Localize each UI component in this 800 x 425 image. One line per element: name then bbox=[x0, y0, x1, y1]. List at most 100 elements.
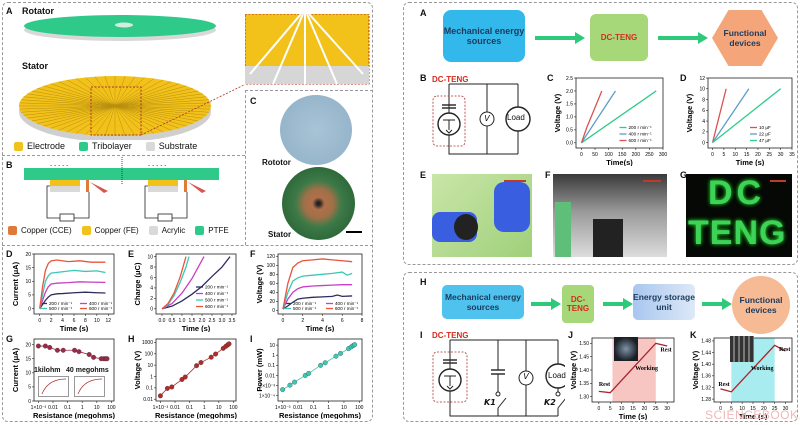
data-point bbox=[157, 393, 163, 399]
y-tick-label: 6 bbox=[150, 275, 153, 281]
data-point bbox=[322, 360, 328, 366]
data-point bbox=[164, 385, 170, 391]
y-tick-label: 1.5 bbox=[566, 102, 573, 108]
annotation: Working bbox=[635, 366, 658, 372]
circuit-title: DC-TENG bbox=[432, 75, 469, 84]
y-tick-label: 1.50 bbox=[579, 341, 589, 347]
y-tick-label: 0 bbox=[28, 399, 31, 405]
y-tick-label: 1.30 bbox=[579, 394, 589, 400]
dc-teng-box: DC-TENG bbox=[562, 285, 594, 323]
inset-label: 40 megohms bbox=[66, 367, 109, 374]
y-tick-label: 0.01 bbox=[265, 373, 275, 379]
copper-fe-swatch bbox=[81, 226, 91, 235]
y-tick-label: 80 bbox=[269, 272, 275, 278]
y-tick-label: 10 bbox=[25, 279, 31, 285]
x-axis-label: Resistance (megohms) bbox=[279, 411, 362, 419]
y-tick-label: 1×10⁻⁴ bbox=[259, 394, 275, 400]
voltmeter-label: V bbox=[523, 372, 529, 381]
series-line bbox=[712, 88, 750, 143]
y-axis-label: Voltage (V) bbox=[685, 93, 694, 132]
y-tick-label: 0 bbox=[272, 308, 275, 314]
x-tick-label: 0 bbox=[597, 406, 600, 412]
x-tick-label: 8 bbox=[361, 318, 364, 324]
x-tick-label: 10 bbox=[216, 405, 222, 411]
x-tick-label: 2 bbox=[301, 318, 304, 324]
x-axis-label: Time (s) bbox=[619, 412, 648, 420]
data-point bbox=[352, 342, 358, 348]
legend-label: 200 r min⁻¹ bbox=[49, 301, 73, 306]
switch-k2-label: K2 bbox=[544, 398, 556, 407]
y-axis-label: Voltage (V) bbox=[569, 350, 578, 389]
x-tick-label: 2.5 bbox=[209, 318, 216, 324]
x-tick-label: 10 bbox=[619, 406, 625, 412]
series-line bbox=[282, 294, 353, 310]
series-line bbox=[161, 256, 205, 310]
x-tick-label: 50 bbox=[592, 152, 598, 158]
data-point bbox=[182, 374, 188, 380]
x-tick-label: 15 bbox=[744, 152, 750, 158]
y-tick-label: 10 bbox=[25, 371, 31, 377]
y-tick-label: 0.0 bbox=[566, 141, 573, 147]
plot-frame bbox=[155, 338, 237, 402]
data-point bbox=[91, 354, 97, 360]
panel-label: F bbox=[545, 170, 551, 180]
functional-devices-circle: Functional devices bbox=[732, 276, 790, 334]
series-line bbox=[580, 90, 616, 144]
annotation: Working bbox=[751, 366, 774, 372]
x-tick-label: 0.1 bbox=[186, 405, 193, 411]
y-tick-label: 2 bbox=[150, 296, 153, 302]
data-point bbox=[47, 345, 53, 350]
x-tick-label: 6 bbox=[341, 318, 344, 324]
x-tick-label: 1 bbox=[81, 405, 84, 411]
x-tick-label: 4 bbox=[321, 318, 324, 324]
plot-frame bbox=[277, 338, 363, 402]
legend-label: 600 r min⁻¹ bbox=[205, 304, 229, 309]
y-tick-label: 100 bbox=[267, 263, 276, 269]
x-axis-label: Time (s) bbox=[736, 158, 765, 166]
data-point bbox=[104, 356, 110, 362]
led-text: DC bbox=[708, 174, 766, 212]
flow-arrow bbox=[658, 32, 708, 44]
panel-label: C bbox=[547, 73, 554, 83]
panel-label: B bbox=[6, 160, 13, 170]
y-tick-label: 100 bbox=[145, 352, 154, 358]
y-tick-label: 1.48 bbox=[701, 339, 711, 345]
data-point bbox=[72, 347, 78, 353]
x-tick-label: 15 bbox=[630, 406, 636, 412]
y-tick-label: 1.44 bbox=[701, 350, 711, 356]
legend-label: Substrate bbox=[158, 141, 198, 151]
x-tick-label: 3.0 bbox=[219, 318, 226, 324]
inset-transient-plots bbox=[38, 376, 105, 397]
x-tick-label: 25 bbox=[772, 406, 778, 412]
panel-label: A bbox=[420, 8, 427, 18]
y-tick-label: 1.0 bbox=[566, 115, 573, 121]
y-tick-label: 12 bbox=[699, 76, 705, 82]
flow-arrow bbox=[531, 298, 561, 310]
y-tick-label: 5 bbox=[28, 293, 31, 299]
series-line bbox=[161, 256, 190, 310]
inset-label: 1kilohm bbox=[34, 367, 61, 374]
legend-label: 22 μF bbox=[759, 132, 771, 137]
y-tick-label: 1 bbox=[150, 374, 153, 380]
divider bbox=[245, 90, 246, 245]
x-tick-label: 150 bbox=[618, 152, 627, 158]
legend-label: 400 r min⁻¹ bbox=[629, 132, 653, 137]
series-line bbox=[282, 258, 353, 310]
data-point bbox=[169, 384, 175, 390]
data-point bbox=[318, 362, 324, 368]
panel-label: D bbox=[680, 73, 687, 83]
x-tick-label: 0.01 bbox=[293, 405, 303, 411]
y-axis-label: Current (μA) bbox=[11, 347, 20, 392]
watch-demo-photo bbox=[432, 174, 532, 257]
x-tick-label: 10 bbox=[732, 152, 738, 158]
x-tick-label: 4 bbox=[61, 318, 64, 324]
series-line bbox=[39, 281, 106, 309]
data-point bbox=[179, 377, 185, 382]
data-point bbox=[338, 350, 344, 356]
data-point bbox=[333, 353, 339, 359]
y-axis-label: Current (μA) bbox=[11, 261, 20, 306]
y-axis-label: Voltage (V) bbox=[133, 350, 142, 389]
